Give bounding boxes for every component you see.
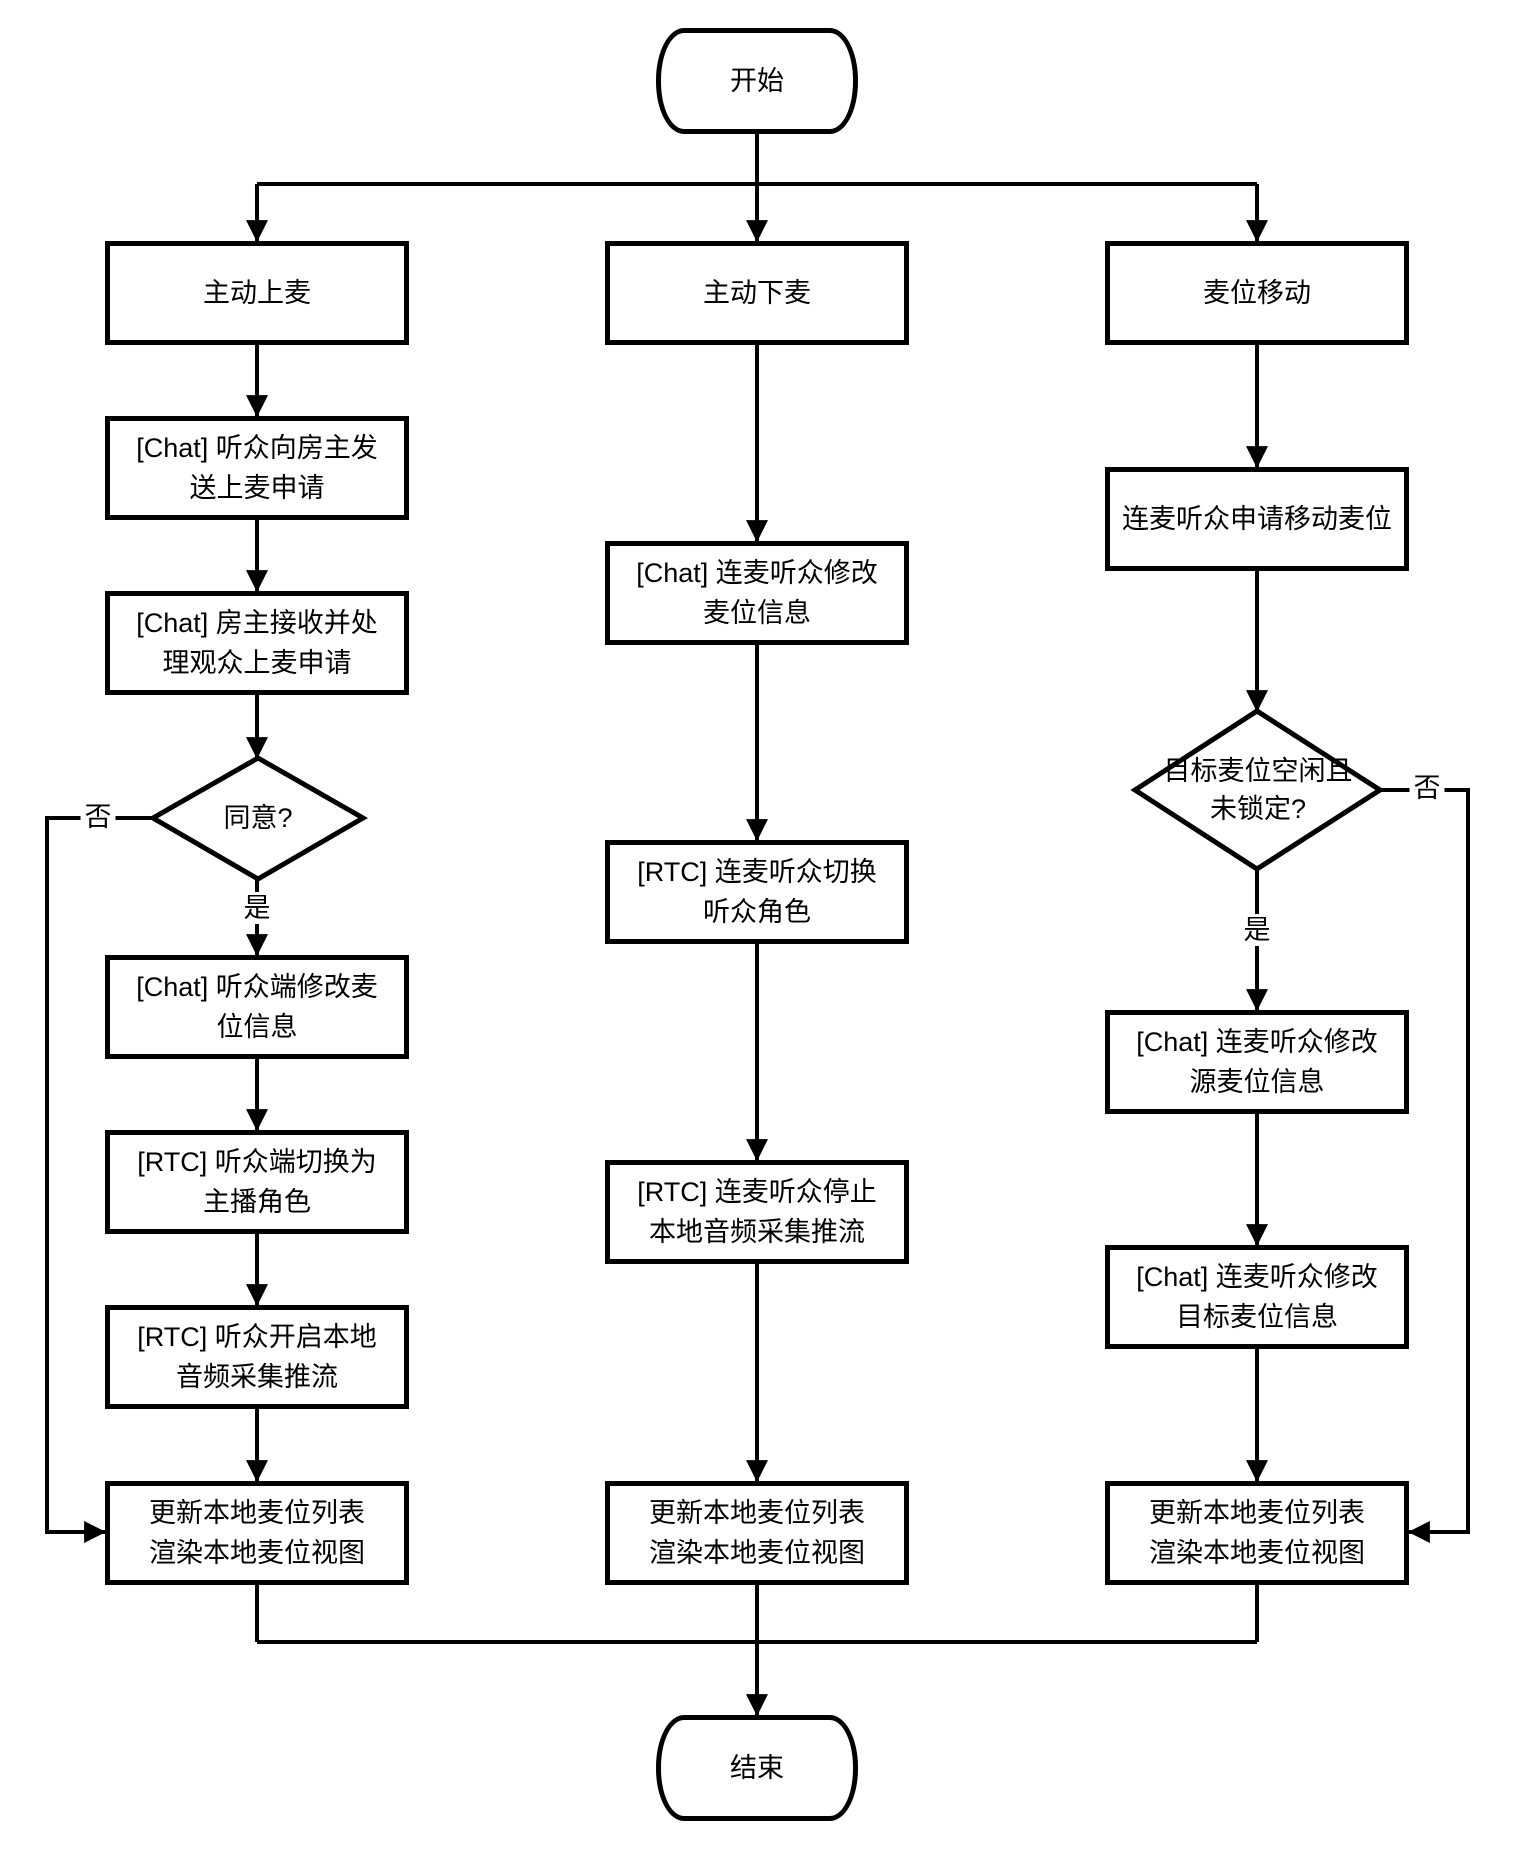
- node-switch-audience-role: [RTC] 连麦听众切换 听众角色: [605, 840, 909, 944]
- node-start: 开始: [656, 28, 858, 134]
- node-start-audio-push: [RTC] 听众开启本地 音频采集推流: [105, 1305, 409, 1409]
- node-leave-mic-header: 主动下麦: [605, 241, 909, 345]
- decision-target-seat-free-label: 目标麦位空闲且 未锁定?: [1163, 756, 1353, 824]
- decision-target-seat-free-shape: [1130, 708, 1385, 872]
- node-request-move-seat: 连麦听众申请移动麦位: [1105, 467, 1409, 571]
- edge-label-no-right: 否: [1409, 772, 1445, 804]
- decision-agree-shape: [147, 755, 369, 882]
- node-send-mic-request: [Chat] 听众向房主发 送上麦申请: [105, 416, 409, 520]
- edge-label-yes-left: 是: [239, 892, 275, 924]
- edge-label-no-left: 否: [80, 801, 116, 833]
- node-owner-handle-request: [Chat] 房主接收并处 理观众上麦申请: [105, 591, 409, 695]
- node-audience-update-seat-info: [Chat] 听众端修改麦 位信息: [105, 955, 409, 1059]
- node-update-seat-list-mid: 更新本地麦位列表 渲染本地麦位视图: [605, 1481, 909, 1585]
- decision-agree-label: 同意?: [223, 803, 293, 833]
- node-switch-anchor-role: [RTC] 听众端切换为 主播角色: [105, 1130, 409, 1234]
- node-modify-source-seat: [Chat] 连麦听众修改 源麦位信息: [1105, 1010, 1409, 1114]
- node-stop-audio-push: [RTC] 连麦听众停止 本地音频采集推流: [605, 1160, 909, 1264]
- node-take-mic-header: 主动上麦: [105, 241, 409, 345]
- node-move-seat-header: 麦位移动: [1105, 241, 1409, 345]
- node-modify-target-seat: [Chat] 连麦听众修改 目标麦位信息: [1105, 1245, 1409, 1349]
- node-update-seat-list-left: 更新本地麦位列表 渲染本地麦位视图: [105, 1481, 409, 1585]
- node-linked-audience-update-seat: [Chat] 连麦听众修改 麦位信息: [605, 541, 909, 645]
- node-update-seat-list-right: 更新本地麦位列表 渲染本地麦位视图: [1105, 1481, 1409, 1585]
- node-end: 结束: [656, 1715, 858, 1821]
- edge-label-yes-right: 是: [1239, 914, 1275, 946]
